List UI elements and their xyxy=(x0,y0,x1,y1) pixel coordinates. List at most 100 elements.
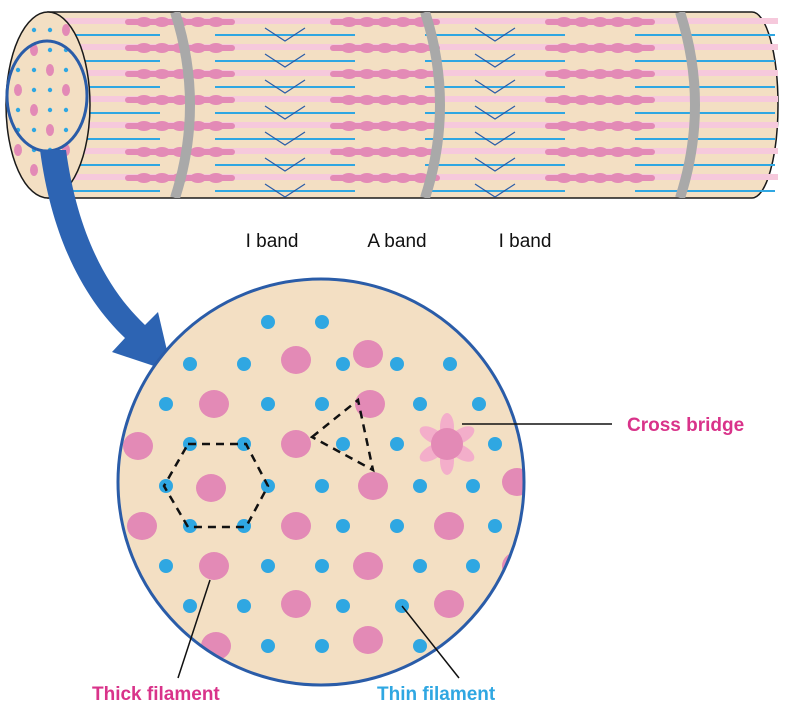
myosin-head xyxy=(628,121,644,131)
cap-thin-dot xyxy=(47,87,53,93)
thin-filament xyxy=(315,639,329,653)
myosin-head xyxy=(628,173,644,183)
myosin-head xyxy=(154,43,170,53)
thick-filament xyxy=(502,468,524,496)
cap-thin-dot xyxy=(47,27,53,33)
cap-thick-dot xyxy=(46,124,54,136)
myosin-head xyxy=(377,69,393,79)
thin-filament xyxy=(261,315,275,329)
z-line-connector xyxy=(264,79,306,94)
myosin-head xyxy=(377,95,393,105)
myosin-head xyxy=(628,69,644,79)
thin-filament xyxy=(183,357,197,371)
cap-thin-dot xyxy=(31,27,37,33)
myosin-head xyxy=(574,121,590,131)
band-label-i-left: I band xyxy=(246,231,299,252)
z-line-connector xyxy=(474,131,516,146)
myosin-head xyxy=(359,173,375,183)
myosin-head xyxy=(377,173,393,183)
thin-filament xyxy=(390,519,404,533)
z-line-connector xyxy=(264,157,306,172)
thick-filament xyxy=(358,472,388,500)
myosin-head xyxy=(574,17,590,27)
myosin-head xyxy=(172,121,188,131)
thin-filament xyxy=(315,479,329,493)
cap-thick-dot xyxy=(14,144,22,156)
myosin-head xyxy=(208,147,224,157)
z-disc xyxy=(420,12,445,198)
myosin-head xyxy=(208,173,224,183)
z-line-connector xyxy=(264,105,306,120)
thin-filament xyxy=(443,357,457,371)
myosin-head xyxy=(154,17,170,27)
myosin-head xyxy=(359,95,375,105)
z-line-connector xyxy=(264,27,306,42)
thin-filament xyxy=(488,599,502,613)
cap-thin-dot xyxy=(63,127,69,133)
thin-filament xyxy=(336,599,350,613)
myosin-head xyxy=(377,121,393,131)
thin-filament xyxy=(336,357,350,371)
myosin-head xyxy=(610,43,626,53)
myosin-head xyxy=(154,95,170,105)
myosin-head xyxy=(154,121,170,131)
cap-thin-dot xyxy=(47,107,53,113)
z-line-connector xyxy=(474,53,516,68)
myosin-head xyxy=(592,173,608,183)
thin-filament xyxy=(315,397,329,411)
thick-filament xyxy=(281,346,311,374)
z-line-connector xyxy=(474,183,516,198)
myosin-head xyxy=(190,147,206,157)
z-line-connector xyxy=(474,27,516,42)
thick-filament xyxy=(199,552,229,580)
myosin-head xyxy=(610,121,626,131)
thin-filament xyxy=(413,639,427,653)
cap-thick-dot xyxy=(30,104,38,116)
myosin-head xyxy=(208,95,224,105)
thick-filament xyxy=(355,390,385,418)
myosin-head xyxy=(413,43,429,53)
myosin-head xyxy=(341,121,357,131)
zoom-arrow-icon xyxy=(40,150,172,372)
myosin-head xyxy=(341,43,357,53)
myosin-head xyxy=(592,69,608,79)
myosin-head xyxy=(395,69,411,79)
thin-filament xyxy=(466,479,480,493)
thick-filament xyxy=(196,474,226,502)
thin-filament xyxy=(488,519,502,533)
thin-filament xyxy=(183,599,197,613)
cross-section xyxy=(116,277,526,687)
thick-filament xyxy=(434,512,464,540)
myosin-head xyxy=(136,121,152,131)
thin-filament xyxy=(466,559,480,573)
myosin-head xyxy=(556,147,572,157)
cap-thick-dot xyxy=(30,164,38,176)
myosin-head xyxy=(395,147,411,157)
band-label-a: A band xyxy=(367,231,426,252)
myosin-head xyxy=(592,43,608,53)
myosin-head xyxy=(341,95,357,105)
thick-filament-leader xyxy=(177,579,211,679)
cap-thin-dot xyxy=(47,47,53,53)
myosin-head xyxy=(592,95,608,105)
myosin-head xyxy=(628,95,644,105)
thick-filament-label: Thick filament xyxy=(92,684,220,705)
myosin-head xyxy=(592,121,608,131)
thin-filament xyxy=(315,559,329,573)
thick-filament xyxy=(281,590,311,618)
thin-filament xyxy=(413,397,427,411)
myosin-head xyxy=(574,69,590,79)
myosin-head xyxy=(208,69,224,79)
thin-filament xyxy=(336,437,350,451)
myosin-head xyxy=(377,43,393,53)
myosin-head xyxy=(628,43,644,53)
myosin-head xyxy=(574,173,590,183)
z-line-connector xyxy=(474,79,516,94)
myosin-head xyxy=(136,17,152,27)
thin-filament xyxy=(390,357,404,371)
myosin-head xyxy=(359,17,375,27)
thin-filament xyxy=(261,639,275,653)
z-line-connector xyxy=(474,105,516,120)
cap-thick-dot xyxy=(62,84,70,96)
myosin-head xyxy=(628,147,644,157)
